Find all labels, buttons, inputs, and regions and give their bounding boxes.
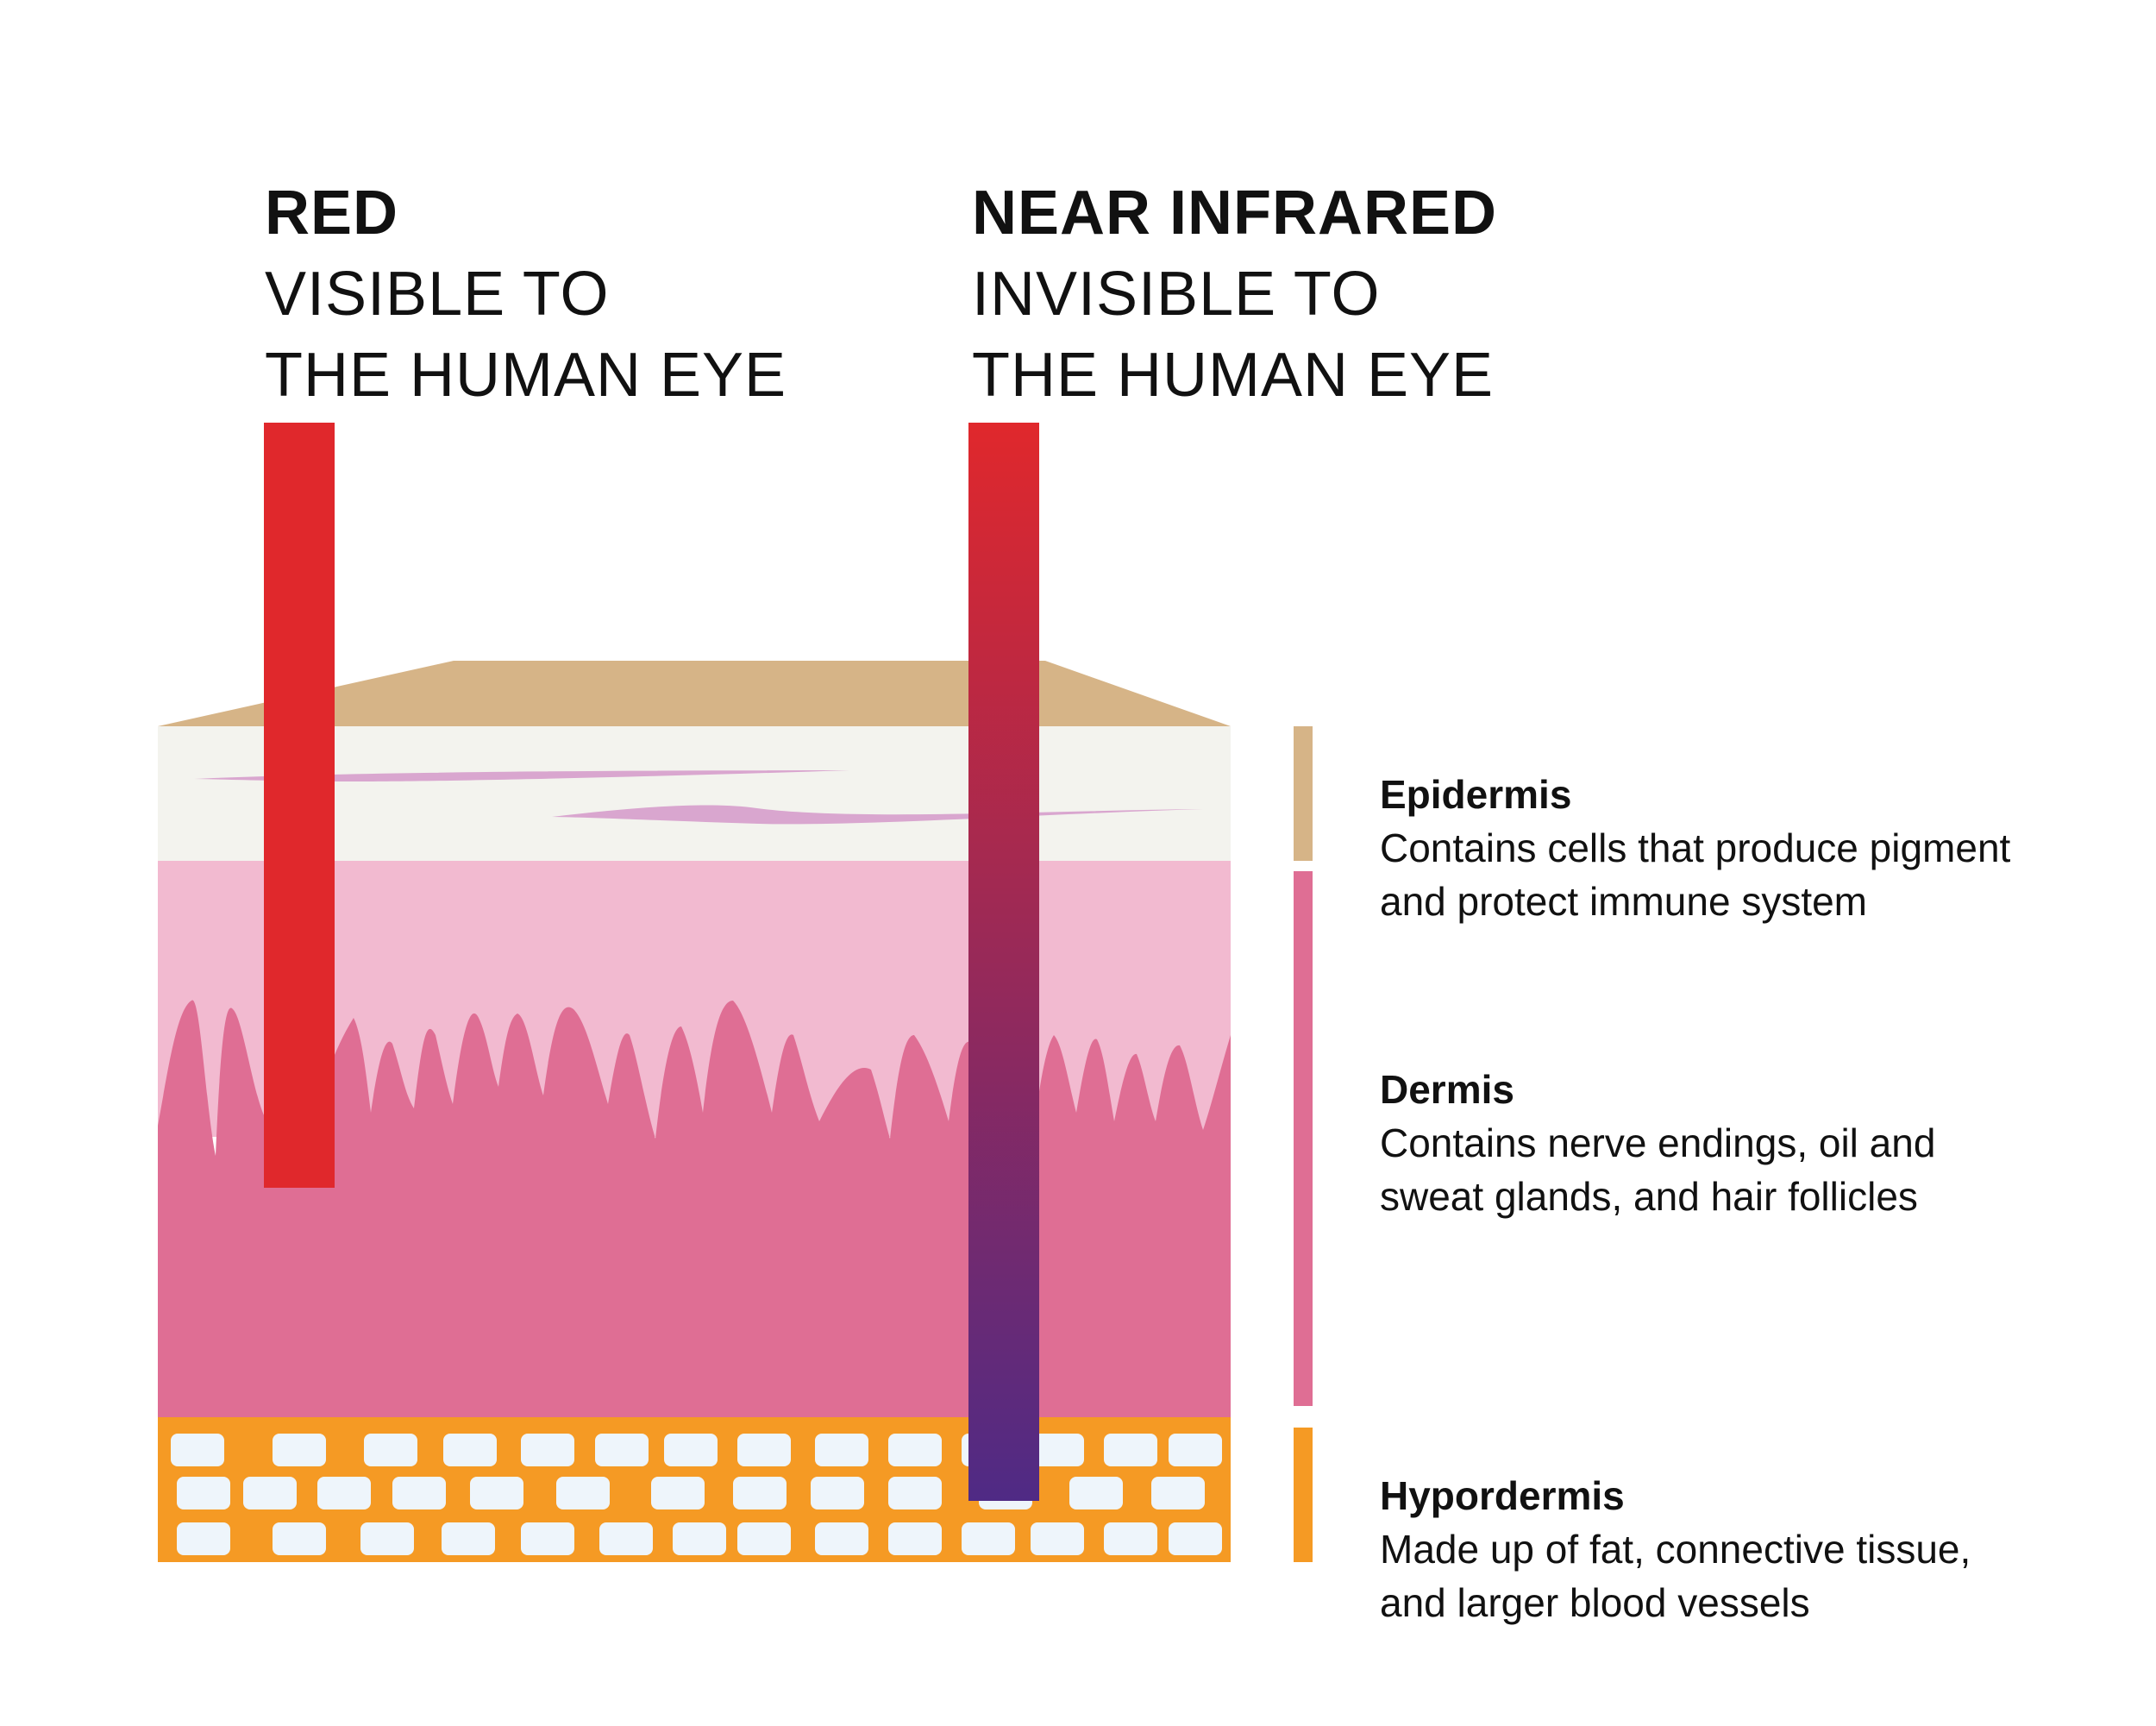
fat-cell (888, 1477, 942, 1509)
fat-cell (273, 1522, 326, 1555)
fat-cell (556, 1477, 610, 1509)
fat-cell (243, 1477, 297, 1509)
fat-cell (651, 1477, 705, 1509)
fat-cell (664, 1434, 718, 1466)
fat-cell (1031, 1434, 1084, 1466)
fat-cell (470, 1477, 523, 1509)
red-light-beam (264, 423, 335, 1188)
fat-cell (737, 1522, 791, 1555)
near-infrared-heading: NEAR INFRARED INVISIBLE TO THE HUMAN EYE (972, 173, 1497, 416)
fat-cell (521, 1434, 574, 1466)
epidermis-streak (552, 805, 1203, 825)
fat-cell (392, 1477, 446, 1509)
fat-cell (1104, 1522, 1157, 1555)
fat-cell (1151, 1477, 1205, 1509)
fat-cell (364, 1434, 417, 1466)
fat-cell (171, 1434, 224, 1466)
fat-cell (673, 1522, 726, 1555)
dermis-title: Dermis (1380, 1067, 1514, 1112)
fat-cell (1169, 1434, 1222, 1466)
epidermis-legend-bar (1294, 726, 1313, 861)
dermis-legend: Dermis Contains nerve endings, oil and s… (1380, 1063, 1935, 1223)
hypodermis-description-line1: Made up of fat, connective tissue, (1380, 1527, 1971, 1572)
epidermis-layer (158, 726, 1231, 861)
red-light-subtitle-line1: VISIBLE TO (265, 260, 610, 329)
dermis-layer (158, 861, 1231, 1417)
near-infrared-subtitle-line2: THE HUMAN EYE (972, 341, 1495, 410)
hypodermis-legend: Hypordermis Made up of fat, connective t… (1380, 1469, 1971, 1629)
dermis-description-line2: sweat glands, and hair follicles (1380, 1174, 1918, 1219)
epidermis-streak (194, 770, 849, 781)
fat-cell (177, 1522, 230, 1555)
skin-surface (158, 661, 1231, 726)
hypodermis-legend-bar (1294, 1428, 1313, 1562)
fat-cell (443, 1434, 497, 1466)
fat-cell (733, 1477, 787, 1509)
epidermis-description-line1: Contains cells that produce pigment (1380, 825, 2011, 870)
red-light-subtitle-line2: THE HUMAN EYE (265, 341, 787, 410)
fat-cell (1169, 1522, 1222, 1555)
fat-cell (888, 1434, 942, 1466)
red-light-heading: RED VISIBLE TO THE HUMAN EYE (265, 173, 787, 416)
fat-cell (815, 1522, 868, 1555)
fat-cell (811, 1477, 864, 1509)
near-infrared-title: NEAR INFRARED (972, 179, 1498, 248)
fat-cell (317, 1477, 371, 1509)
fat-cell (1031, 1522, 1084, 1555)
hypodermis-title: Hypordermis (1380, 1473, 1625, 1518)
near-infrared-subtitle-line1: INVISIBLE TO (972, 260, 1381, 329)
fat-cell (815, 1434, 868, 1466)
fat-cell (1104, 1434, 1157, 1466)
dermis-description-line1: Contains nerve endings, oil and (1380, 1120, 1936, 1165)
fat-cell (360, 1522, 414, 1555)
fat-cell (177, 1477, 230, 1509)
hypodermis-description-line2: and larger blood vessels (1380, 1580, 1810, 1625)
fat-cell (1069, 1477, 1123, 1509)
epidermis-title: Epidermis (1380, 772, 1572, 817)
epidermis-legend: Epidermis Contains cells that produce pi… (1380, 768, 2010, 928)
fat-cells (171, 1434, 1222, 1555)
near-infrared-beam (968, 423, 1039, 1501)
fat-cell (888, 1522, 942, 1555)
fat-cell (273, 1434, 326, 1466)
fat-cell (595, 1434, 649, 1466)
fat-cell (521, 1522, 574, 1555)
epidermis-description-line2: and protect immune system (1380, 879, 1868, 924)
fat-cell (962, 1522, 1015, 1555)
fat-cell (737, 1434, 791, 1466)
red-light-title: RED (265, 179, 399, 248)
fat-cell (442, 1522, 495, 1555)
fat-cell (599, 1522, 653, 1555)
dermis-legend-bar (1294, 871, 1313, 1406)
